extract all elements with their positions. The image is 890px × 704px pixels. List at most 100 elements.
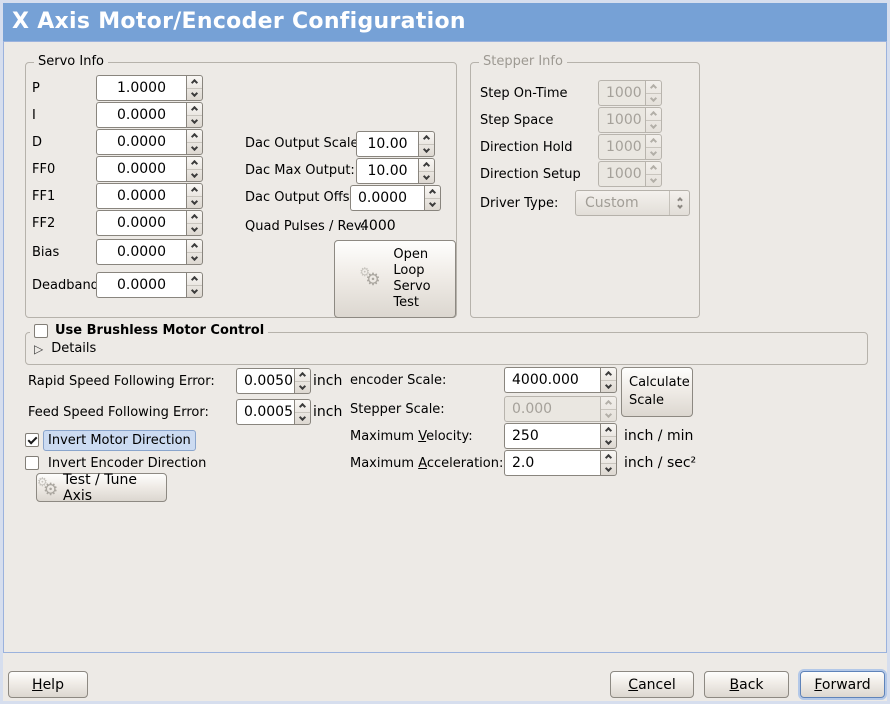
open-loop-servo-test-button[interactable]: ⚙⚙ Open Loop Servo Test (334, 240, 456, 318)
ff0-spinbox: 0.0000 (96, 156, 203, 182)
feed-following-error-input[interactable]: 0.0005 (236, 399, 294, 425)
bias-input[interactable]: 0.0000 (96, 239, 186, 265)
back-button[interactable]: Back (704, 671, 789, 698)
max-velocity-spin-buttons[interactable] (600, 423, 617, 449)
spin-down-icon[interactable] (601, 464, 616, 476)
test-tune-axis-button[interactable]: ⚙⚙ Test / Tune Axis (36, 472, 167, 504)
dac-max-output-input[interactable]: 10.00 (356, 158, 418, 184)
invert-encoder-checkbox[interactable] (25, 456, 39, 470)
spin-down-icon[interactable] (601, 437, 616, 449)
spin-up-icon[interactable] (187, 157, 202, 170)
encoder-scale-spin-buttons[interactable] (600, 367, 617, 393)
spin-up-icon[interactable] (419, 132, 434, 145)
details-expander[interactable]: ▷ Details (34, 341, 96, 356)
direction-setup-input: 1000 (598, 161, 645, 187)
spin-down-icon[interactable] (187, 89, 202, 101)
step-on-time-label: Step On-Time (480, 86, 568, 101)
spin-up-icon[interactable] (425, 186, 440, 199)
ff0-spin-buttons[interactable] (186, 156, 203, 182)
bias-label: Bias (32, 245, 60, 260)
rapid-following-error-spin-buttons[interactable] (294, 368, 311, 394)
dac-output-offset-spinbox: 0.0000 (350, 185, 441, 211)
spin-down-icon[interactable] (187, 116, 202, 128)
invert-motor-label[interactable]: Invert Motor Direction (43, 430, 196, 451)
d-input[interactable]: 0.0000 (96, 129, 186, 155)
spin-down-icon[interactable] (295, 413, 310, 425)
spin-down-icon[interactable] (187, 224, 202, 236)
spin-down-icon[interactable] (425, 199, 440, 211)
ff0-label: FF0 (32, 162, 56, 177)
dac-output-scale-spin-buttons[interactable] (418, 131, 435, 157)
i-spin-buttons[interactable] (186, 102, 203, 128)
calculate-scale-label: Calculate Scale (629, 375, 690, 408)
max-acceleration-spin-buttons[interactable] (600, 450, 617, 476)
direction-setup-spinbox: 1000 (598, 161, 662, 187)
spin-down-icon[interactable] (419, 145, 434, 157)
spin-up-icon[interactable] (295, 369, 310, 382)
invert-motor-checkbox[interactable] (25, 433, 39, 447)
spin-up-icon[interactable] (187, 76, 202, 89)
ff1-spin-buttons[interactable] (186, 183, 203, 209)
spin-down-icon[interactable] (295, 382, 310, 394)
spin-up-icon[interactable] (187, 103, 202, 116)
combo-arrows-icon (669, 191, 689, 215)
spin-down-icon[interactable] (419, 172, 434, 184)
expander-arrow-icon: ▷ (34, 341, 44, 356)
dac-output-offset-label: Dac Output Offset: (245, 190, 367, 205)
feed-following-error-spin-buttons[interactable] (294, 399, 311, 425)
spin-down-icon[interactable] (601, 381, 616, 393)
spin-down-icon[interactable] (187, 253, 202, 265)
forward-button[interactable]: Forward (800, 671, 885, 698)
spin-up-icon[interactable] (187, 240, 202, 253)
dac-output-scale-spinbox: 10.00 (356, 131, 435, 157)
dac-output-offset-spin-buttons[interactable] (424, 185, 441, 211)
use-brushless-checkbox[interactable] (34, 324, 48, 338)
cancel-button-label: Cancel (628, 676, 676, 693)
driver-type-value: Custom (585, 195, 639, 211)
direction-hold-spinbox: 1000 (598, 134, 662, 160)
help-button[interactable]: Help (8, 671, 88, 698)
feed-following-error-spinbox: 0.0005 (236, 399, 311, 425)
stepper-scale-input: 0.000 (504, 396, 600, 422)
encoder-scale-input[interactable]: 4000.000 (504, 367, 600, 393)
ff0-input[interactable]: 0.0000 (96, 156, 186, 182)
spin-down-icon (646, 94, 661, 106)
help-button-label: Help (32, 676, 64, 693)
ff1-input[interactable]: 0.0000 (96, 183, 186, 209)
spin-up-icon[interactable] (601, 451, 616, 464)
dac-max-output-spin-buttons[interactable] (418, 158, 435, 184)
cancel-button[interactable]: Cancel (610, 671, 694, 698)
spin-down-icon[interactable] (187, 197, 202, 209)
i-input[interactable]: 0.0000 (96, 102, 186, 128)
spin-up-icon[interactable] (187, 184, 202, 197)
spin-up-icon[interactable] (187, 211, 202, 224)
dac-output-scale-input[interactable]: 10.00 (356, 131, 418, 157)
stepper-scale-spin-buttons (600, 396, 617, 422)
max-velocity-input[interactable]: 250 (504, 423, 600, 449)
calculate-scale-button[interactable]: Calculate Scale (621, 367, 693, 417)
back-button-label: Back (729, 676, 764, 693)
spin-up-icon[interactable] (601, 368, 616, 381)
ff2-input[interactable]: 0.0000 (96, 210, 186, 236)
spin-down-icon[interactable] (187, 143, 202, 155)
spin-down-icon[interactable] (187, 286, 202, 298)
invert-encoder-label[interactable]: Invert Encoder Direction (48, 456, 207, 471)
spin-up-icon[interactable] (295, 400, 310, 413)
rapid-following-error-input[interactable]: 0.0050 (236, 368, 294, 394)
ff2-spin-buttons[interactable] (186, 210, 203, 236)
dac-output-offset-input[interactable]: 0.0000 (350, 185, 424, 211)
spin-up-icon[interactable] (187, 130, 202, 143)
p-spin-buttons[interactable] (186, 75, 203, 101)
max-acceleration-input[interactable]: 2.0 (504, 450, 600, 476)
deadband-input[interactable]: 0.0000 (96, 272, 186, 298)
spin-down-icon[interactable] (187, 170, 202, 182)
bias-spin-buttons[interactable] (186, 239, 203, 265)
d-spin-buttons[interactable] (186, 129, 203, 155)
spin-down-icon (646, 121, 661, 133)
spin-up-icon[interactable] (601, 424, 616, 437)
deadband-spin-buttons[interactable] (186, 272, 203, 298)
direction-setup-spin-buttons (645, 161, 662, 187)
p-input[interactable]: 1.0000 (96, 75, 186, 101)
spin-up-icon[interactable] (419, 159, 434, 172)
spin-up-icon[interactable] (187, 273, 202, 286)
